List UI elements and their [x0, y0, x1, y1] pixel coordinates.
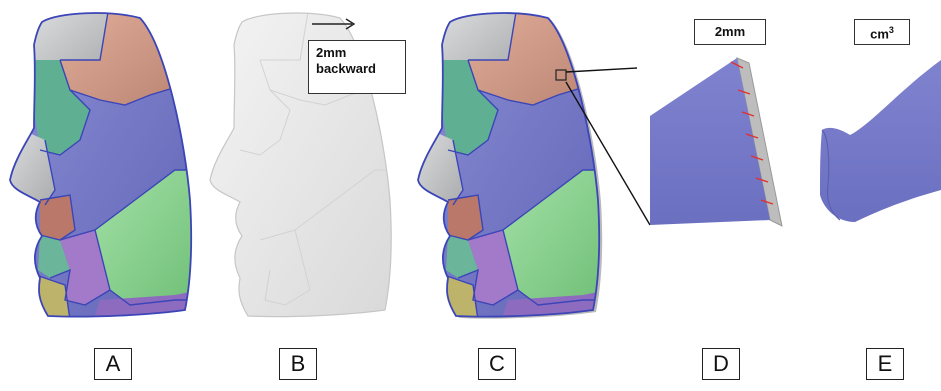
shift-annotation-line1: 2mm [316, 45, 398, 61]
panel-label-c: C [478, 348, 516, 380]
unit-label-base: cm [870, 26, 889, 41]
unit-label: cm3 [870, 22, 894, 42]
thickness-label: 2mm [715, 24, 745, 40]
panel-label-e: E [866, 348, 904, 380]
unit-label-superscript: 3 [889, 25, 894, 35]
panel-label-d: D [702, 348, 740, 380]
panel-c-face [408, 0, 608, 330]
panel-label-a: A [94, 348, 132, 380]
unit-label-box: cm3 [854, 19, 910, 45]
shift-annotation-line2: backward [316, 61, 398, 77]
panel-e-volume [820, 60, 941, 222]
panel-label-b: B [279, 348, 317, 380]
shift-annotation-box: 2mm backward [308, 40, 406, 94]
panel-d-block [650, 58, 782, 226]
thickness-label-box: 2mm [694, 19, 766, 45]
panel-a-face [0, 0, 200, 330]
